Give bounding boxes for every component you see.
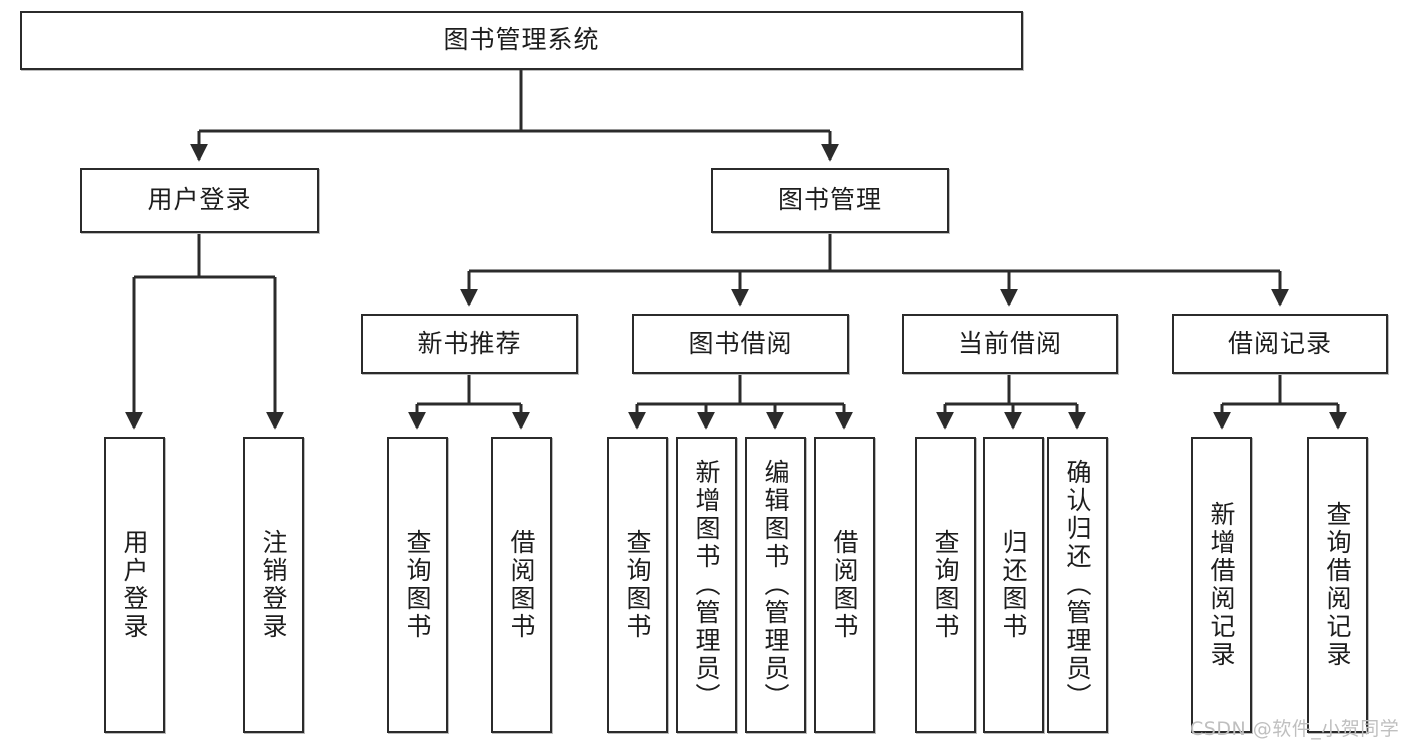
node-label: 新增图书（管理员） xyxy=(692,459,721,711)
node-label: 确认归还（管理员） xyxy=(1063,459,1092,711)
node-label: 图书管理 xyxy=(777,185,882,215)
leaf-current-borrow-confirm-return[interactable]: 确认归还（管理员） xyxy=(1047,437,1108,733)
node-label: 借阅记录 xyxy=(1227,328,1332,358)
node-label: 用户登录 xyxy=(120,529,149,641)
node-label: 图书借阅 xyxy=(688,328,793,358)
node-label: 新增借阅记录 xyxy=(1207,501,1236,669)
node-label: 查询图书 xyxy=(931,529,960,641)
node-current-borrow[interactable]: 当前借阅 xyxy=(902,314,1118,374)
node-label: 编辑图书（管理员） xyxy=(761,459,790,711)
node-root-system[interactable]: 图书管理系统 xyxy=(20,11,1023,70)
leaf-user-login-signout[interactable]: 注销登录 xyxy=(243,437,304,733)
node-new-book-recommend[interactable]: 新书推荐 xyxy=(361,314,578,374)
leaf-book-borrow-edit[interactable]: 编辑图书（管理员） xyxy=(745,437,806,733)
leaf-book-borrow-lend[interactable]: 借阅图书 xyxy=(814,437,875,733)
leaf-book-borrow-query[interactable]: 查询图书 xyxy=(607,437,668,733)
node-label: 注销登录 xyxy=(259,529,288,641)
leaf-current-borrow-return[interactable]: 归还图书 xyxy=(983,437,1044,733)
node-book-borrow[interactable]: 图书借阅 xyxy=(632,314,849,374)
leaf-borrow-records-query[interactable]: 查询借阅记录 xyxy=(1307,437,1368,733)
leaf-new-book-query[interactable]: 查询图书 xyxy=(387,437,448,733)
leaf-user-login-signin[interactable]: 用户登录 xyxy=(104,437,165,733)
node-label: 归还图书 xyxy=(999,529,1028,641)
node-label: 借阅图书 xyxy=(830,529,859,641)
leaf-book-borrow-add[interactable]: 新增图书（管理员） xyxy=(676,437,737,733)
node-book-management[interactable]: 图书管理 xyxy=(711,168,949,233)
node-label: 当前借阅 xyxy=(957,328,1062,358)
leaf-borrow-records-add[interactable]: 新增借阅记录 xyxy=(1191,437,1252,733)
node-label: 查询借阅记录 xyxy=(1323,501,1352,669)
leaf-new-book-borrow[interactable]: 借阅图书 xyxy=(491,437,552,733)
node-label: 新书推荐 xyxy=(417,328,522,358)
node-label: 借阅图书 xyxy=(507,529,536,641)
node-user-login[interactable]: 用户登录 xyxy=(80,168,319,233)
node-borrow-records[interactable]: 借阅记录 xyxy=(1172,314,1388,374)
node-label: 用户登录 xyxy=(147,185,252,215)
node-label: 查询图书 xyxy=(623,529,652,641)
leaf-current-borrow-query[interactable]: 查询图书 xyxy=(915,437,976,733)
node-label: 图书管理系统 xyxy=(443,25,600,55)
node-label: 查询图书 xyxy=(403,529,432,641)
